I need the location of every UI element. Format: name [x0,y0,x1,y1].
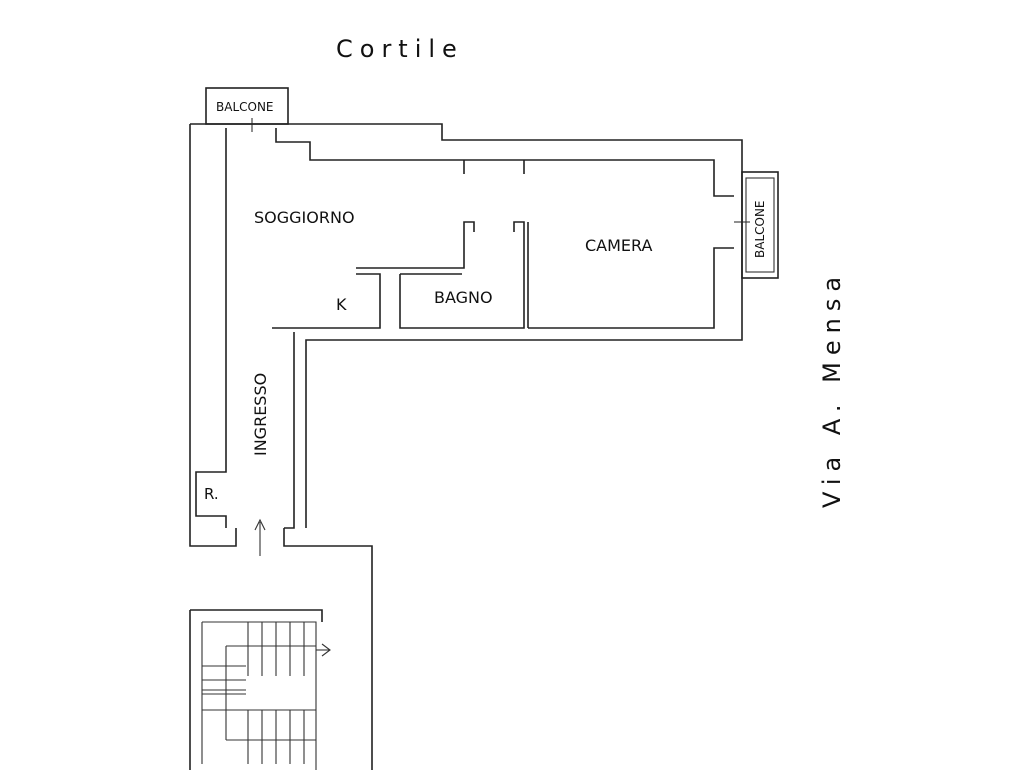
room-soggiorno: SOGGIORNO [254,208,355,227]
camera-right-wall [528,247,734,329]
bagno-top-wall [356,221,475,269]
balcony-right-inner [745,177,775,273]
outer-wall-top-right [190,123,743,528]
staircase [189,609,331,770]
entrance-arrow-head [254,518,266,531]
courtyard-label: Cortile [336,35,464,63]
stair-outer-wall [189,609,323,770]
room-bagno: BAGNO [434,288,493,307]
k-walls [272,273,381,329]
room-r: R. [204,485,219,503]
outer-wall-stair-right [283,528,373,770]
inner-wall-top [275,128,734,197]
street-label: Via A. Mensa [818,270,846,508]
stair-core [225,645,316,741]
inner-wall-left [195,128,227,528]
stair-treads [202,622,305,764]
outer-wall-left [189,124,237,547]
balcony-top-label: BALCONE [216,100,274,114]
bagno-walls [399,221,525,329]
ingresso-right-wall [284,332,295,529]
room-camera: CAMERA [585,236,653,255]
stair-frame [201,621,317,770]
stair-arrow-head [321,643,331,657]
room-k: K [336,295,347,314]
balcony-right-label: BALCONE [753,200,767,258]
room-ingresso: INGRESSO [251,373,270,456]
